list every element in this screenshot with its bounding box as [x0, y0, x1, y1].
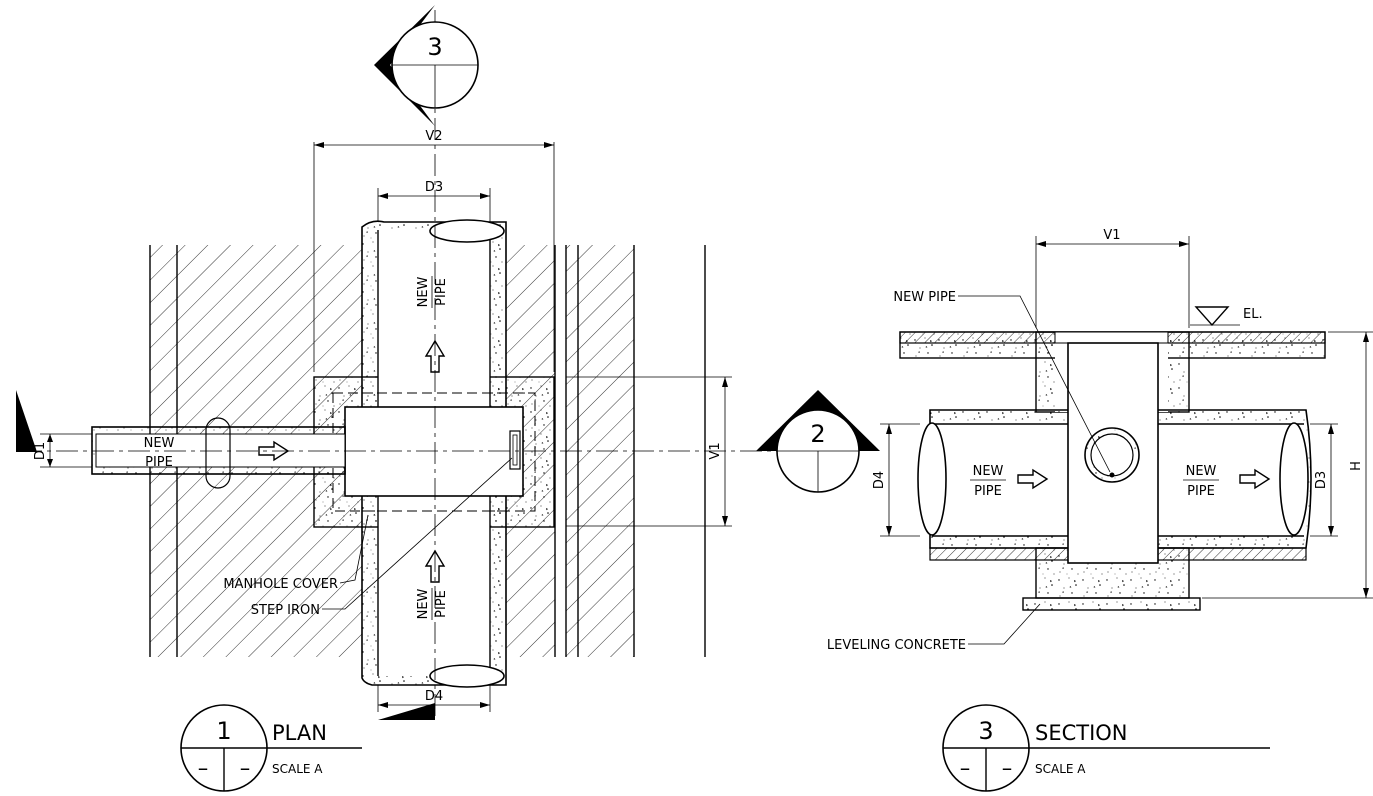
- label-pipe-bottom-pipe: PIPE: [434, 590, 449, 618]
- label-pipe-inlet: PIPE: [145, 455, 173, 470]
- plan-view: NEW PIPE NEW PIPE NEW PIPE V2 D3 D4: [16, 5, 880, 720]
- label-step-iron: STEP IRON: [251, 603, 320, 618]
- label-elevation: EL.: [1243, 307, 1263, 322]
- section-sub-left: –: [960, 756, 971, 780]
- label-new-inlet: NEW: [144, 436, 175, 451]
- dim-d1: D1: [33, 442, 48, 460]
- cut-arrow-bottom: [378, 703, 435, 720]
- dim-h: H: [1349, 461, 1364, 471]
- section-sub-right: –: [1002, 756, 1013, 780]
- section-cut-marker-right: 2: [756, 390, 880, 493]
- flow-arrow-section-left: [1017, 468, 1049, 490]
- title-block-plan: 1 – – PLAN SCALE A: [180, 704, 362, 792]
- plan-view-number: 1: [216, 717, 231, 745]
- label-pipe-right: PIPE: [1187, 484, 1215, 499]
- dim-d4-plan: D4: [425, 689, 443, 704]
- section-cut-marker-top: 3: [374, 5, 479, 126]
- pipe-end-top: [429, 219, 505, 243]
- label-new-pipe-callout: NEW PIPE: [893, 290, 956, 305]
- plan-view-title: PLAN: [272, 721, 327, 745]
- manhole-cover-box: [344, 406, 524, 497]
- title-block-section: 3 – – SECTION SCALE A: [942, 704, 1270, 792]
- pipe-end-bottom: [429, 664, 505, 688]
- section-view-scale: SCALE A: [1035, 762, 1086, 776]
- dim-v2: V2: [425, 129, 442, 144]
- elevation-marker: [1194, 306, 1230, 327]
- section-cut-3-number: 3: [427, 33, 442, 61]
- plan-view-scale: SCALE A: [272, 762, 323, 776]
- flow-arrow-up-top: [424, 339, 446, 373]
- leveling-concrete-pad: [1022, 597, 1201, 611]
- dim-v1-plan: V1: [708, 442, 723, 459]
- section-view-number: 3: [978, 717, 993, 745]
- label-manhole-cover: MANHOLE COVER: [223, 577, 338, 592]
- label-pipe-left: PIPE: [974, 484, 1002, 499]
- plan-sub-right: –: [240, 756, 251, 780]
- dim-d4-section: D4: [872, 471, 887, 489]
- flow-arrow-section-right: [1239, 468, 1271, 490]
- label-new-top-pipe: NEW: [416, 276, 431, 307]
- pipe-coupling: [205, 417, 231, 489]
- section-view-title: SECTION: [1035, 721, 1128, 745]
- plan-sub-left: –: [198, 756, 209, 780]
- label-pipe-top-pipe: PIPE: [434, 278, 449, 306]
- dim-v1-section: V1: [1103, 228, 1120, 243]
- flow-arrow-up-bottom: [424, 549, 446, 583]
- dim-d3-section: D3: [1314, 471, 1329, 489]
- section-cut-2-number: 2: [810, 420, 825, 448]
- step-iron-mark: [509, 430, 521, 470]
- label-leveling-concrete: LEVELING CONCRETE: [827, 638, 966, 653]
- label-new-bottom-pipe: NEW: [416, 588, 431, 619]
- cut-arrow-left: [16, 390, 37, 452]
- label-new-left: NEW: [973, 464, 1004, 479]
- flow-arrow-right: [258, 440, 290, 462]
- label-new-right: NEW: [1186, 464, 1217, 479]
- dim-d3-plan: D3: [425, 180, 443, 195]
- section-view: NEW PIPE NEW PIPE V1 EL. D4 D3: [827, 228, 1373, 653]
